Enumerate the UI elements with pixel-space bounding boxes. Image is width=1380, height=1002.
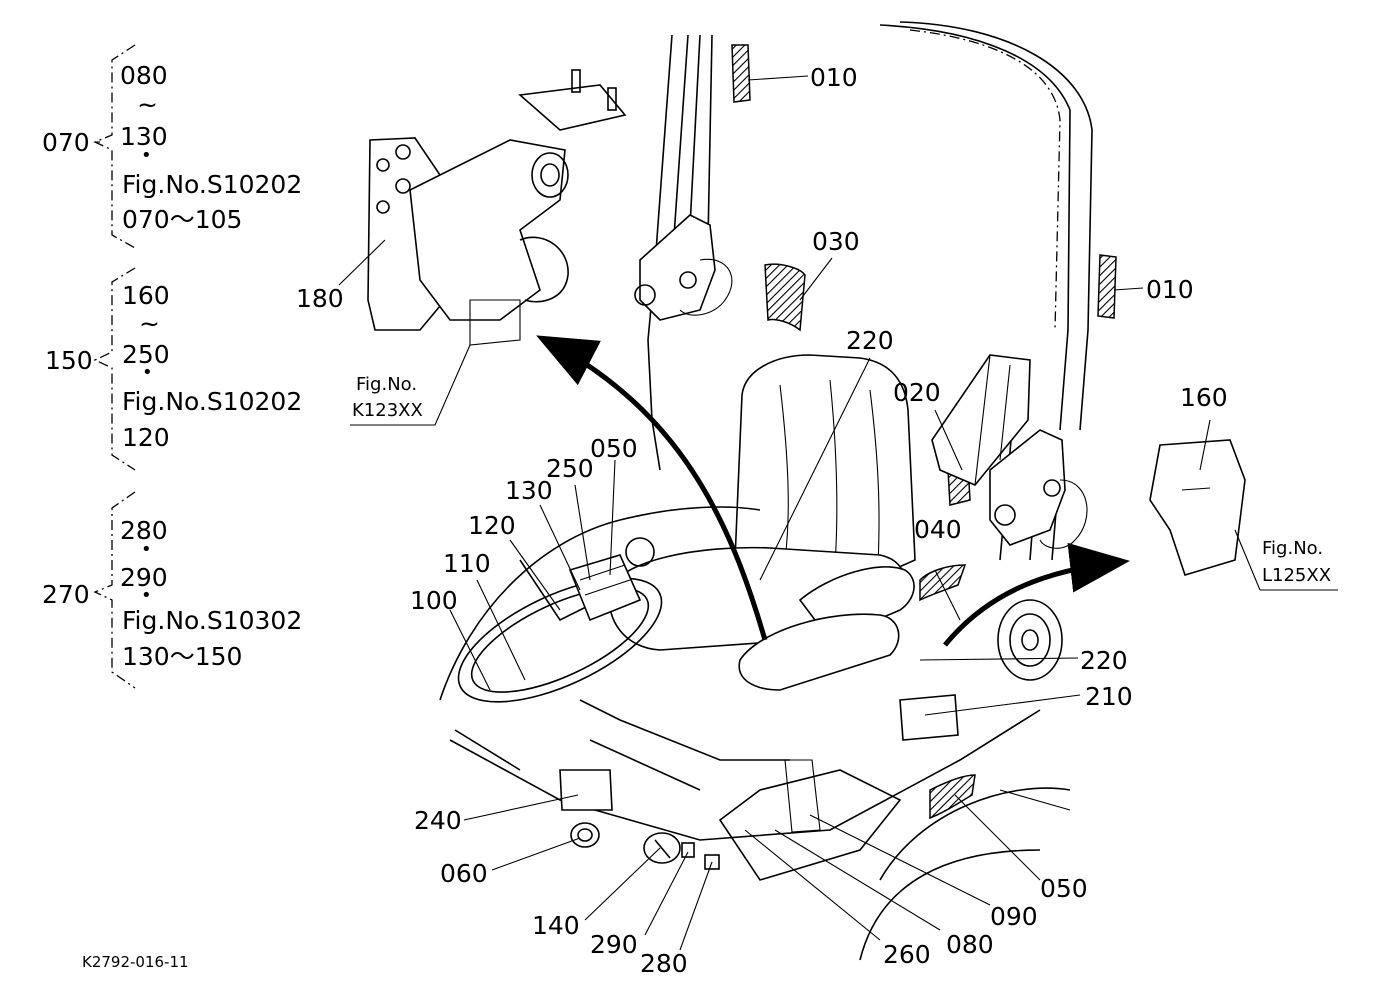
group-070-item: 080 xyxy=(120,61,168,90)
group-070-item: • xyxy=(141,145,152,166)
wheel-hub xyxy=(997,599,1063,681)
callout-210: 210 xyxy=(1085,682,1133,711)
leader-lines xyxy=(338,75,1211,951)
group-150-item: Fig.No.S10202 xyxy=(122,387,303,416)
group-270-item: 130～150 xyxy=(122,642,243,671)
bracket-assembly-k123 xyxy=(367,69,627,346)
group-brace-070 xyxy=(93,44,136,249)
callout-100: 100 xyxy=(410,586,458,615)
callout-050: 050 xyxy=(590,434,638,463)
group-270-item: 290 xyxy=(120,563,168,592)
group-label-070: 070 xyxy=(42,128,90,157)
group-270-item: • xyxy=(141,539,152,560)
callout-010: 010 xyxy=(810,63,858,92)
callout-240: 240 xyxy=(414,806,462,835)
group-label-270: 270 xyxy=(42,580,90,609)
callout-290: 290 xyxy=(590,930,638,959)
group-150-item: • xyxy=(142,362,153,383)
arrow-to-k123 xyxy=(536,335,768,641)
callout-050: 050 xyxy=(1040,874,1088,903)
group-270-item: • xyxy=(141,585,152,606)
callout-080: 080 xyxy=(946,930,994,959)
group-150-item: 250 xyxy=(122,340,170,369)
group-150-item: 120 xyxy=(122,423,170,452)
callout-220: 220 xyxy=(1080,646,1128,675)
decal-040-shape xyxy=(919,564,967,602)
fender-plate xyxy=(931,354,1031,486)
figref-k123-line1: Fig.No. xyxy=(356,374,418,395)
rops-pivot-right xyxy=(989,429,1088,549)
callout-220: 220 xyxy=(846,326,894,355)
rops-pivot-left xyxy=(634,214,733,321)
figref-l125-frame xyxy=(1234,529,1338,591)
group-070-item: ~ xyxy=(137,90,158,119)
callout-160: 160 xyxy=(1180,383,1228,412)
callout-110: 110 xyxy=(443,549,491,578)
callout-040: 040 xyxy=(914,515,962,544)
decal-010b-shape xyxy=(1097,254,1117,319)
callout-250: 250 xyxy=(546,454,594,483)
callout-020: 020 xyxy=(893,378,941,407)
group-brace-270 xyxy=(93,491,136,689)
callout-120: 120 xyxy=(468,511,516,540)
decal-050b-shape xyxy=(929,774,976,820)
callout-010: 010 xyxy=(1146,275,1194,304)
callout-280: 280 xyxy=(640,949,688,978)
group-270-item: 280 xyxy=(120,516,168,545)
figref-k123-line2: K123XX xyxy=(352,400,423,421)
knob-060 xyxy=(570,822,600,848)
figref-l125-line1: Fig.No. xyxy=(1262,538,1324,559)
knob-140 xyxy=(643,832,681,864)
group-brace-150 xyxy=(93,267,136,471)
cover-l125 xyxy=(1149,439,1246,576)
callout-260: 260 xyxy=(883,940,931,969)
decal-010a-shape xyxy=(731,44,751,103)
arrow-to-l125 xyxy=(943,542,1130,647)
callout-140: 140 xyxy=(532,911,580,940)
callout-060: 060 xyxy=(440,859,488,888)
rops-frame xyxy=(647,21,1093,561)
instrument-cluster xyxy=(568,537,655,622)
decal-030-shape xyxy=(764,263,806,332)
dash-console xyxy=(439,506,1041,881)
callout-030: 030 xyxy=(812,227,860,256)
callout-090: 090 xyxy=(990,902,1038,931)
group-150-item: 160 xyxy=(122,281,170,310)
group-070-item: 130 xyxy=(120,122,168,151)
group-270-item: Fig.No.S10302 xyxy=(122,606,303,635)
switch-290 xyxy=(681,842,695,858)
document-code: K2792-016-11 xyxy=(82,953,189,971)
seat xyxy=(608,354,916,691)
callout-130: 130 xyxy=(505,476,553,505)
figref-l125-line2: L125XX xyxy=(1262,565,1332,586)
callout-180: 180 xyxy=(296,284,344,313)
group-label-150: 150 xyxy=(45,346,93,375)
group-070-item: Fig.No.S10202 xyxy=(122,170,303,199)
figref-k123-frame xyxy=(350,344,471,426)
group-070-item: 070～105 xyxy=(122,205,243,234)
group-150-item: ~ xyxy=(139,309,160,338)
